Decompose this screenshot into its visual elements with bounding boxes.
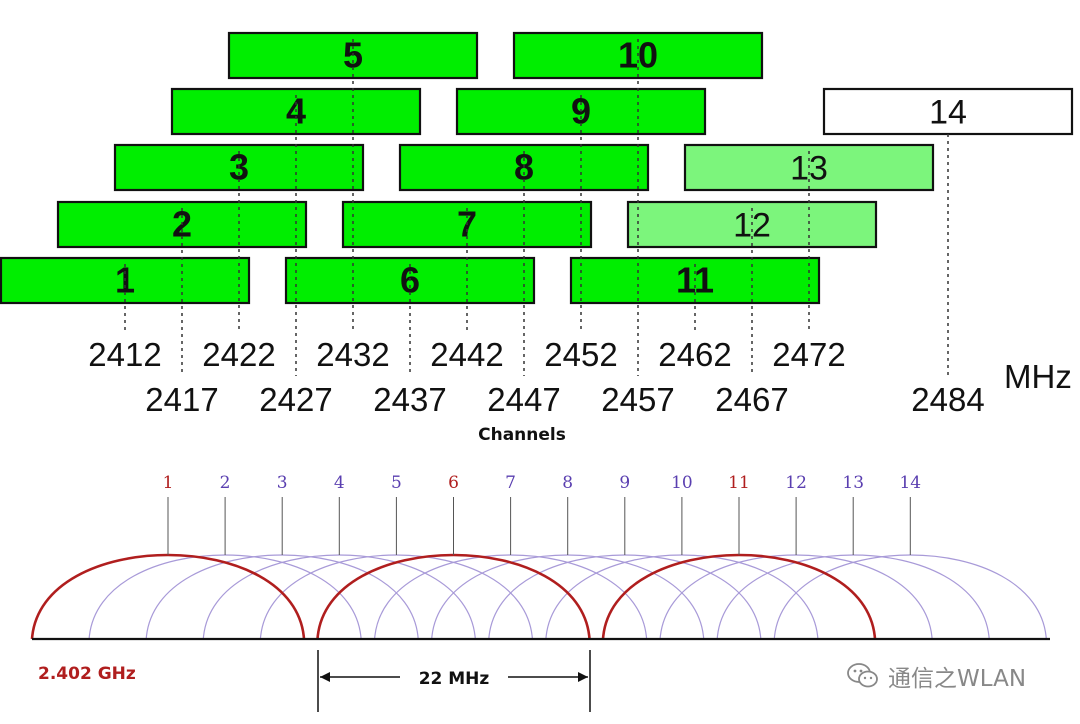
channels-caption: Channels	[478, 425, 566, 445]
channel-number-11: 11	[728, 473, 750, 493]
chat-bubbles-icon	[847, 663, 878, 688]
frequency-label-2427: 2427	[259, 381, 332, 418]
bandwidth-indicator: 22 MHz	[317, 650, 591, 712]
channel-number-1: 1	[163, 473, 174, 493]
channel-number-10: 10	[671, 473, 693, 493]
start-frequency-label: 2.402 GHz	[38, 664, 136, 684]
center-frequency-guides	[124, 39, 949, 376]
channel-number-6: 6	[448, 473, 459, 493]
channel-number-2: 2	[220, 473, 231, 493]
center-frequency-labels: 2412 2422 2432 2442 2452 2462 2472 2417 2427 2437…	[88, 336, 984, 418]
watermark: 通信之WLAN	[846, 658, 1026, 694]
arrowhead-right	[578, 672, 588, 682]
frequency-label-2457: 2457	[601, 381, 674, 418]
frequency-label-2467: 2467	[715, 381, 788, 418]
channel-number-9: 9	[619, 473, 630, 493]
spectrum-arc-6	[316, 553, 591, 640]
channel-box-rect	[56, 200, 308, 249]
frequency-label-2417: 2417	[145, 381, 218, 418]
frequency-label-2447: 2447	[487, 381, 560, 418]
frequency-label-2422: 2422	[202, 336, 275, 373]
spectrum-arc-12	[659, 554, 933, 640]
channel-number-13: 13	[842, 473, 864, 493]
channel-box-label: 14	[929, 94, 967, 132]
channel-number-3: 3	[277, 473, 288, 493]
bandwidth-label: 22 MHz	[419, 669, 490, 689]
frequency-label-2432: 2432	[316, 336, 389, 373]
frequency-label-2484: 2484	[911, 381, 984, 418]
frequency-label-2437: 2437	[373, 381, 446, 418]
frequency-unit-label: MHz	[1004, 358, 1072, 395]
spectrum-arc-11	[601, 553, 877, 640]
channel-number-12: 12	[785, 473, 807, 493]
channel-number-7: 7	[505, 473, 516, 493]
watermark-text: 通信之WLAN	[888, 666, 1027, 692]
spectrum-arc-13	[716, 554, 990, 640]
channel-number-5: 5	[391, 473, 402, 493]
frequency-label-2462: 2462	[658, 336, 731, 373]
channel-stems	[167, 497, 911, 555]
frequency-label-2442: 2442	[430, 336, 503, 373]
channel-number-4: 4	[334, 473, 345, 493]
channel-number-14: 14	[899, 473, 921, 493]
channel-box-14: 14	[822, 87, 1074, 136]
frequency-label-2452: 2452	[544, 336, 617, 373]
channel-box-2: 2	[56, 200, 308, 249]
channel-spectrum-arcs	[30, 553, 1047, 640]
channel-number-8: 8	[562, 473, 573, 493]
frequency-label-2472: 2472	[772, 336, 845, 373]
arrowhead-left	[320, 672, 330, 682]
frequency-label-2412: 2412	[88, 336, 161, 373]
spectrum-arc-1	[30, 553, 306, 640]
